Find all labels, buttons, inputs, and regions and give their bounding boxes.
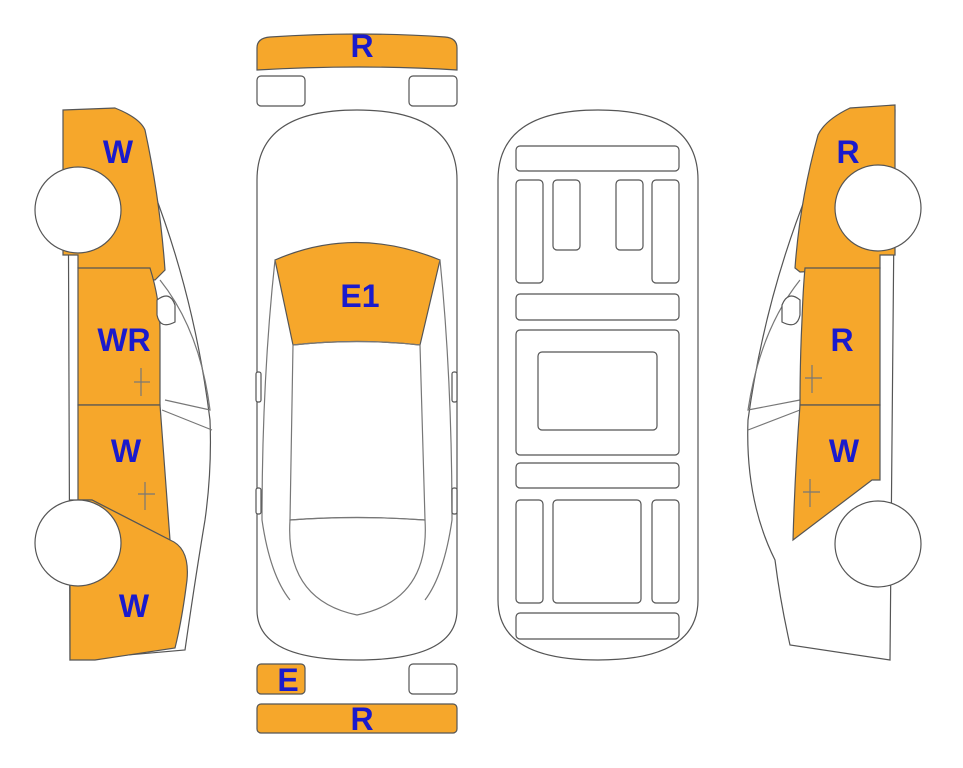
door-handle-icon <box>803 479 820 507</box>
front-light-right[interactable] <box>408 75 458 107</box>
rear-light-left-label: E <box>277 662 298 698</box>
right-rear-door[interactable] <box>792 404 881 542</box>
right-window-line <box>747 279 801 411</box>
rear-light-right[interactable] <box>408 663 458 695</box>
left-rear-door-label: W <box>111 433 142 469</box>
left-front-door-label: WR <box>97 322 150 358</box>
underside-view <box>497 109 699 661</box>
left-front-fender-label: W <box>103 134 134 170</box>
right-front-door[interactable] <box>799 267 881 406</box>
right-window-line <box>747 409 801 431</box>
mirror-left <box>255 371 262 403</box>
mirror-right <box>451 371 458 403</box>
underside-part <box>515 612 680 640</box>
handle-left <box>255 487 262 515</box>
underside-part <box>615 179 644 251</box>
wheel <box>34 499 122 587</box>
top-view: R E1 E R <box>255 28 458 737</box>
right-rear-door-label: W <box>829 433 860 469</box>
underside-part <box>515 145 680 172</box>
front-light-left[interactable] <box>256 75 306 107</box>
underside-part <box>552 499 642 604</box>
door-handle-icon <box>805 365 822 393</box>
left-pillar <box>261 259 291 601</box>
wheel <box>34 166 122 254</box>
car-body-top <box>256 109 458 661</box>
handle-right <box>451 487 458 515</box>
rear-window-outline <box>289 516 426 616</box>
left-front-door[interactable] <box>77 267 161 406</box>
right-front-fender-label: R <box>836 134 859 170</box>
underside-part <box>651 179 680 284</box>
left-side-view: W WR W W <box>34 107 213 661</box>
wheel <box>834 500 922 588</box>
rear-bumper-label: R <box>350 701 373 737</box>
underside-part <box>537 351 658 431</box>
underside-part <box>651 499 680 604</box>
rear-light-left[interactable] <box>256 663 306 695</box>
right-pillar <box>424 259 453 601</box>
underside-part <box>515 293 680 321</box>
underside-part <box>515 179 544 284</box>
underside-part <box>552 179 581 251</box>
underside-part <box>515 499 544 604</box>
left-rear-quarter-label: W <box>119 588 150 624</box>
left-mirror <box>156 295 176 326</box>
right-mirror <box>781 295 801 326</box>
rear-bumper[interactable] <box>256 703 458 734</box>
right-front-door-label: R <box>830 322 853 358</box>
front-bumper-label: R <box>350 28 373 64</box>
door-handle-icon <box>138 482 155 510</box>
left-window-line <box>159 279 211 411</box>
wheel <box>834 164 922 252</box>
door-handle-icon <box>134 368 150 396</box>
left-window-line <box>161 409 213 431</box>
underside-part <box>515 462 680 489</box>
right-side-view: R R W <box>747 104 922 661</box>
front-bumper[interactable] <box>256 33 458 71</box>
windshield-label: E1 <box>340 278 379 314</box>
